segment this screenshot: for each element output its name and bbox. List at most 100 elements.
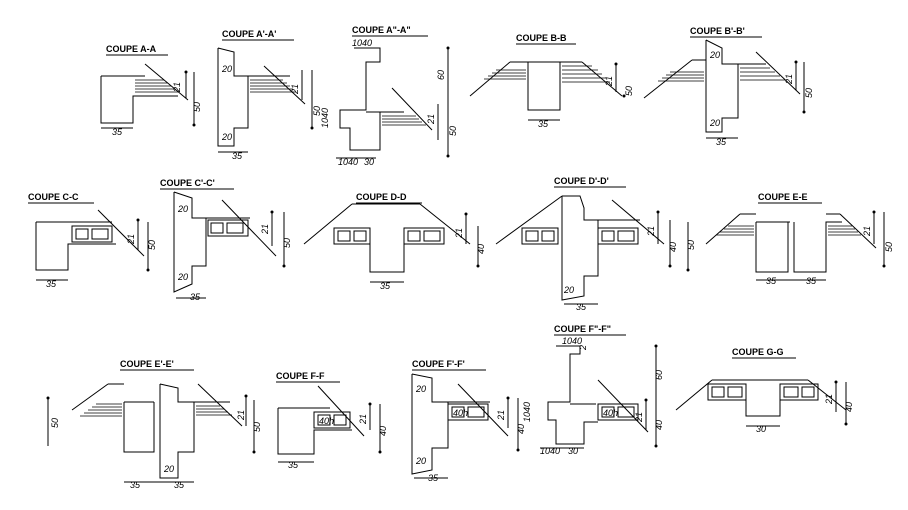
dim-35: 35 (716, 137, 727, 147)
hatch-e-right (828, 225, 861, 236)
section-b-prime: COUPE B'-B' 20 20 35 21 50 (643, 26, 814, 147)
dim-1040: 1040 (562, 336, 582, 346)
dim-20: 20 (221, 64, 232, 74)
title-d-d: COUPE D-D (356, 192, 407, 202)
title-b-prime: COUPE B'-B' (690, 26, 745, 36)
dim-40: 40 (654, 420, 664, 430)
dim-1040: 1040 (352, 38, 372, 48)
dim-50: 50 (252, 422, 262, 432)
section-c-prime: COUPE C'-C' 20 20 35 21 50 (160, 178, 292, 302)
dim-40: 40 (668, 242, 678, 252)
dim-40: 40 (378, 426, 388, 436)
dim-50: 50 (624, 86, 634, 96)
dim-21: 21 (290, 84, 300, 95)
section-f-double-prime: COUPE F"-F" 1040 2 40h 1040 1040 30 60 2… (522, 324, 664, 456)
dim-21: 21 (634, 412, 644, 423)
section-d-d: COUPE D-D 35 21 40 (303, 192, 486, 291)
window-profile (447, 403, 489, 421)
dim-35: 35 (232, 151, 243, 161)
section-g-g: COUPE G-G 30 21 40 (675, 347, 854, 434)
title-f-double-prime: COUPE F"-F" (554, 324, 611, 334)
dim-20: 20 (415, 384, 426, 394)
section-c-c: COUPE C-C 35 21 50 (28, 192, 157, 289)
dim-40: 40 (844, 402, 854, 412)
dim-20: 20 (221, 132, 232, 142)
title-e-e: COUPE E-E (758, 192, 808, 202)
dim-20: 20 (415, 456, 426, 466)
title-c-prime: COUPE C'-C' (160, 178, 215, 188)
dim-30: 30 (364, 157, 374, 167)
dim-21: 21 (236, 410, 246, 421)
section-f-f: COUPE F-F 40h 35 21 40 (276, 371, 388, 470)
window-profile-left (333, 227, 371, 245)
hatch-a-double-prime (382, 115, 426, 126)
dim-20: 20 (709, 118, 720, 128)
dim-21: 21 (260, 224, 270, 235)
dim-21: 21 (646, 226, 656, 237)
dim-35: 35 (190, 292, 201, 302)
dim-21: 21 (862, 226, 872, 237)
dim-40h: 40h (603, 408, 618, 418)
dim-1040: 1040 (320, 108, 330, 128)
dim-21: 21 (604, 76, 614, 87)
window-profile (207, 219, 249, 237)
dim-35: 35 (576, 302, 587, 312)
hatch-e-prime-left (80, 403, 122, 417)
window-profile-right (779, 383, 819, 401)
dim-2: 2 (578, 345, 588, 351)
section-e-e: COUPE E-E 50 35 35 21 50 (686, 192, 894, 286)
section-d-prime: COUPE D'-D' 20 35 21 40 (495, 176, 678, 312)
dim-21: 21 (824, 394, 834, 405)
hatch-a-a (135, 79, 179, 93)
window-profile-left (707, 383, 747, 401)
dim-20: 20 (563, 285, 574, 295)
dim-35: 35 (806, 276, 817, 286)
hatch-b-prime-right (740, 67, 785, 81)
dim-50: 50 (884, 242, 894, 252)
dim-35: 35 (130, 480, 141, 490)
dim-40h: 40h (319, 416, 334, 426)
dim-21: 21 (784, 74, 794, 85)
dim-50: 50 (312, 106, 322, 116)
title-f-prime: COUPE F'-F' (412, 359, 465, 369)
dim-60: 60 (654, 370, 664, 380)
dim-21: 21 (358, 414, 368, 425)
dim-1040: 1040 (540, 446, 560, 456)
dim-35: 35 (428, 473, 439, 483)
dim-21: 21 (496, 410, 506, 421)
dim-20: 20 (163, 464, 174, 474)
title-a-a: COUPE A-A (106, 44, 157, 54)
dim-50: 50 (448, 126, 458, 136)
dim-21: 21 (126, 234, 136, 245)
dim-30: 30 (756, 424, 766, 434)
dim-21: 21 (454, 228, 464, 239)
window-profile (597, 403, 639, 421)
dim-60: 60 (436, 70, 446, 80)
window-profile (313, 411, 351, 429)
dim-35: 35 (380, 281, 391, 291)
dim-20: 20 (177, 272, 188, 282)
dim-50: 50 (50, 418, 60, 428)
title-e-prime: COUPE E'-E' (120, 359, 174, 369)
dim-35: 35 (538, 119, 549, 129)
title-c-c: COUPE C-C (28, 192, 79, 202)
hatch-b-prime-left (658, 71, 704, 82)
dim-40h: 40h (453, 408, 468, 418)
dim-21: 21 (426, 114, 436, 125)
section-a-double-prime: COUPE A"-A" 1040 1040 1040 30 60 21 50 (320, 25, 458, 167)
dim-35: 35 (46, 279, 57, 289)
hatch-b-left (484, 69, 526, 80)
dim-40: 40 (476, 244, 486, 254)
title-d-prime: COUPE D'-D' (554, 176, 609, 186)
dim-1040: 1040 (522, 402, 532, 422)
dim-50: 50 (147, 240, 157, 250)
hatch-e-left (716, 225, 754, 236)
hatch-e-prime-right (196, 405, 232, 416)
hatch-b-right (562, 65, 610, 83)
section-f-prime: COUPE F'-F' 40h 20 20 35 21 40 (411, 359, 526, 483)
dim-35: 35 (112, 127, 123, 137)
window-profile (71, 225, 113, 243)
dim-50: 50 (192, 102, 202, 112)
dim-21: 21 (172, 82, 182, 93)
